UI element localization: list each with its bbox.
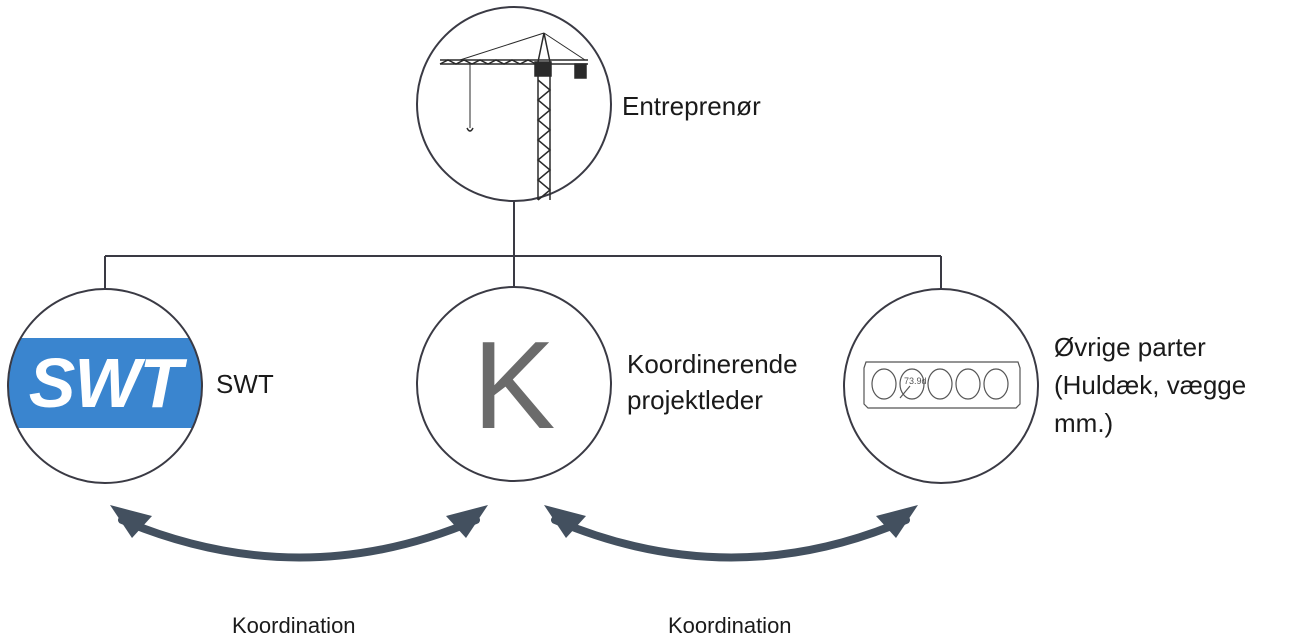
double-arrow-right bbox=[544, 505, 918, 562]
node-swt bbox=[7, 288, 203, 484]
label-ovrige-parter: Øvrige parter (Huldæk, vægge mm.) bbox=[1054, 328, 1246, 442]
label-line: projektleder bbox=[627, 385, 763, 415]
label-line: (Huldæk, vægge bbox=[1054, 370, 1247, 400]
label-line: Koordinerende bbox=[627, 349, 798, 379]
node-ovrige-parter bbox=[843, 288, 1039, 484]
double-arrow-left bbox=[110, 505, 488, 562]
label-koordinerende: Koordinerende projektleder bbox=[627, 346, 798, 418]
swt-logo-icon bbox=[8, 338, 202, 428]
hollowcore-slab-icon bbox=[863, 361, 1021, 409]
swt-logo-text: SWT bbox=[28, 344, 183, 422]
label-swt: SWT bbox=[216, 369, 274, 399]
slab-mark: 73.9d bbox=[904, 376, 927, 386]
label-line: Øvrige parter bbox=[1054, 332, 1206, 362]
label-koordination-right: Koordination bbox=[668, 613, 792, 638]
label-line: mm.) bbox=[1054, 408, 1114, 438]
label-koordination-left: Koordination bbox=[232, 613, 356, 638]
node-entreprenor bbox=[416, 6, 612, 202]
node-koordinerende bbox=[416, 286, 612, 482]
letter-k-icon: K bbox=[472, 317, 556, 455]
tower-crane-icon bbox=[439, 32, 588, 201]
connector-lines bbox=[104, 201, 942, 290]
label-entreprenor: Entreprenør bbox=[622, 91, 761, 121]
